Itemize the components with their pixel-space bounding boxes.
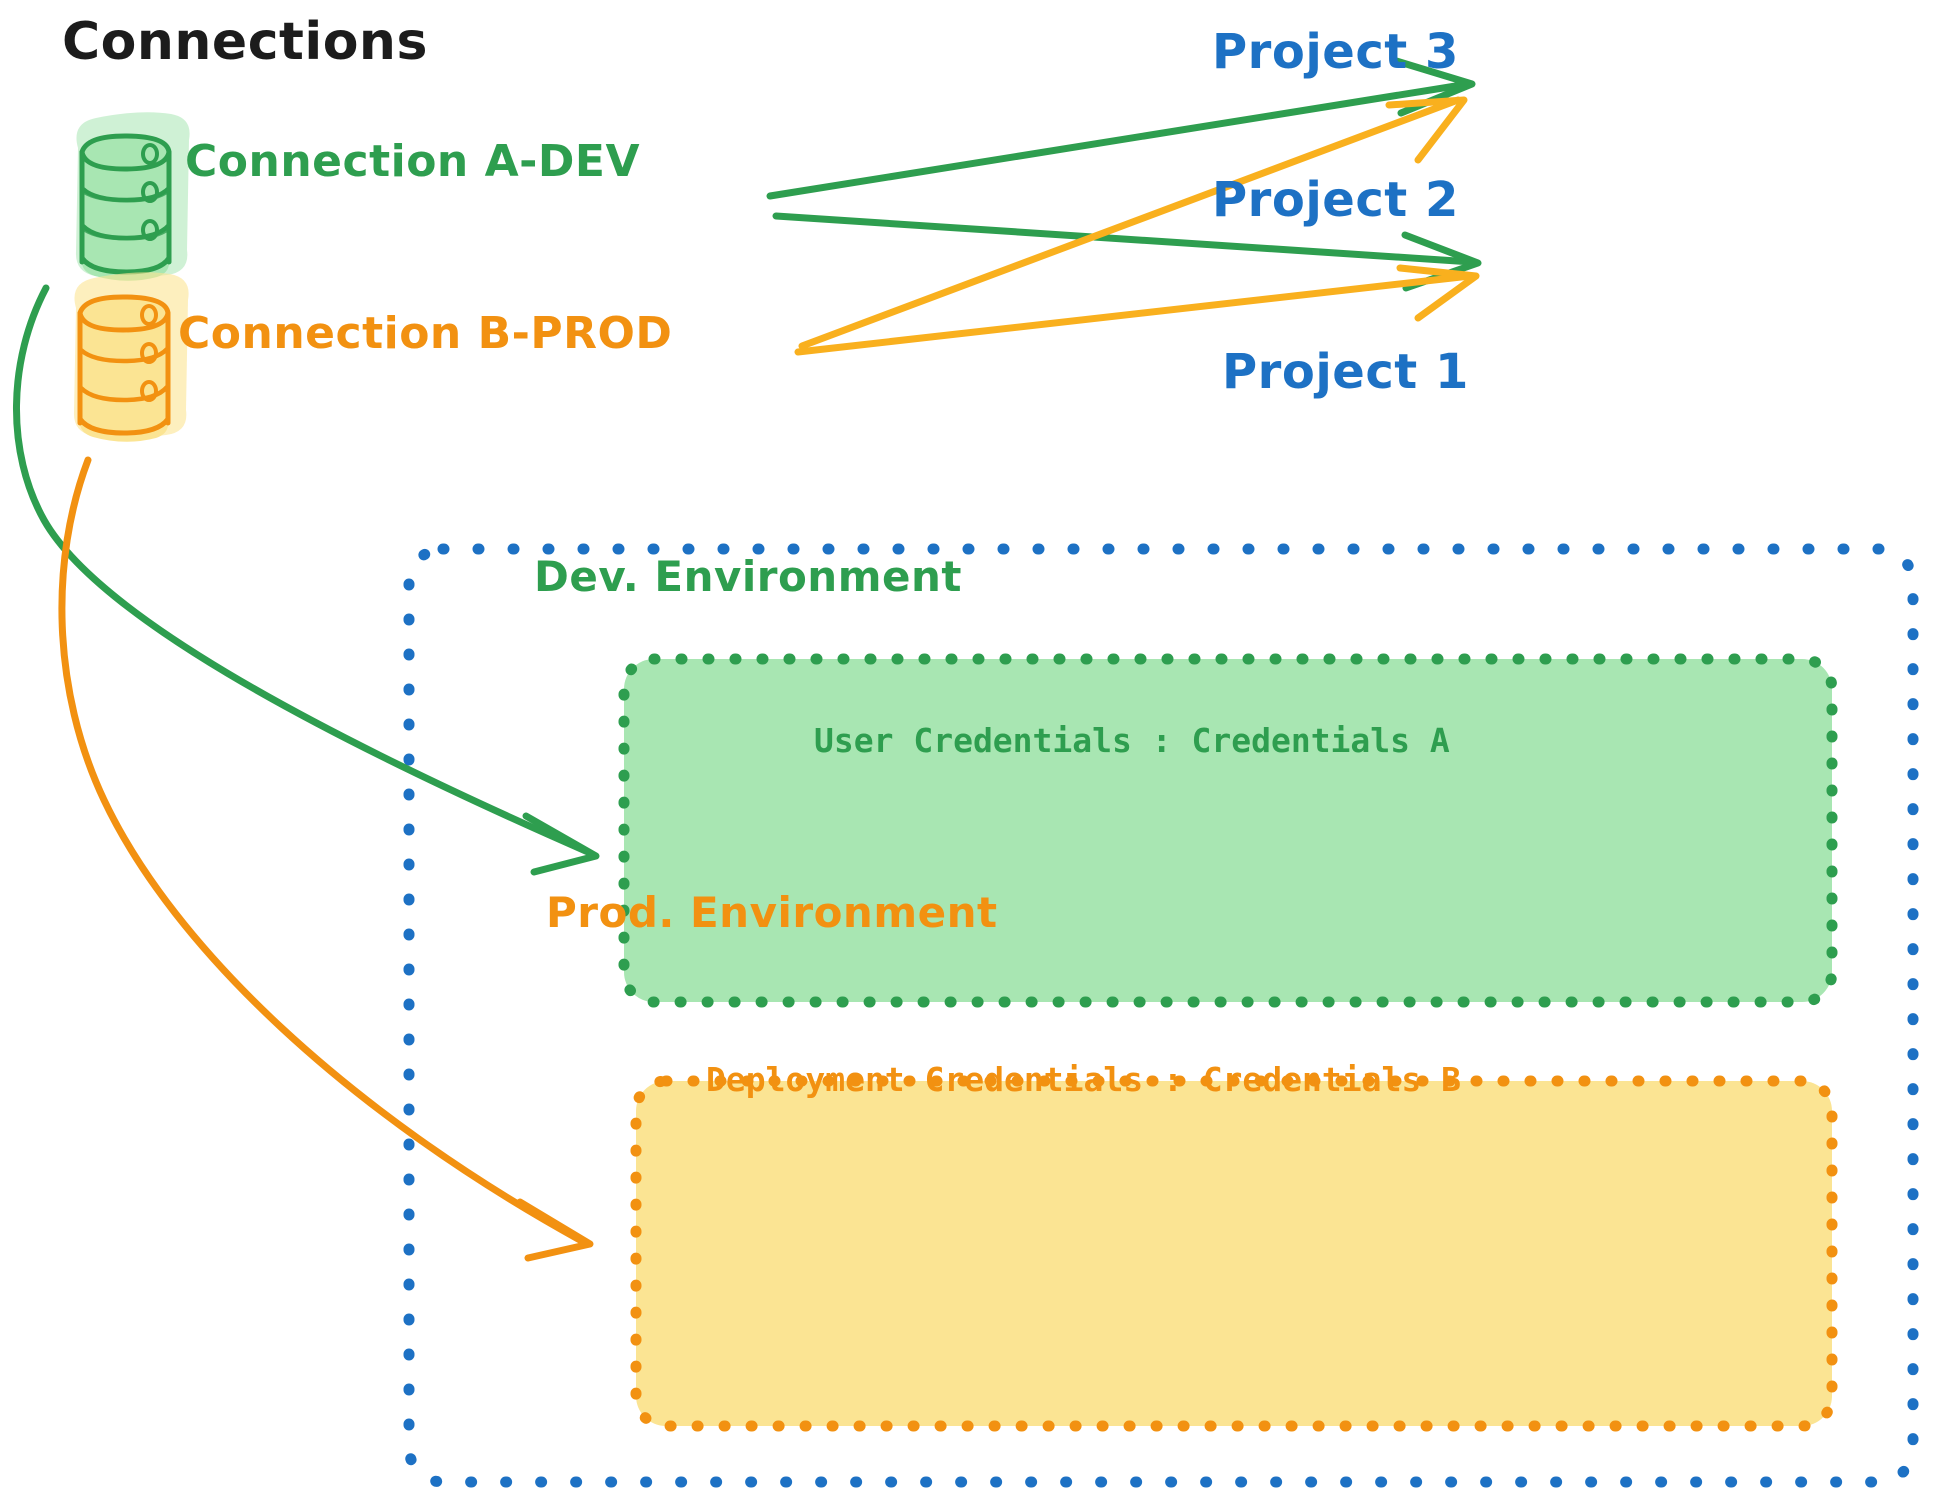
project-2-label: Project 2 <box>1212 172 1459 228</box>
edge-b-to-project-3 <box>798 96 1468 350</box>
page-title: Connections <box>62 12 428 72</box>
dev-environment-title: Dev. Environment <box>534 552 962 601</box>
connection-a-dev-label: Connection A-DEV <box>185 136 641 187</box>
project-1-boundary-box <box>403 543 1919 1488</box>
edge-b-to-prod-environment <box>58 456 594 1262</box>
dev-environment-box <box>618 653 1838 1008</box>
project-1-label: Project 1 <box>1222 344 1469 400</box>
prod-environment-credentials: Deployment Credentials : Credentials B <box>706 1060 1461 1099</box>
connection-a-dev-database-icon <box>75 112 190 281</box>
prod-environment-title: Prod. Environment <box>546 888 998 937</box>
edge-b-to-project-2 <box>794 264 1480 356</box>
edge-a-to-dev-environment <box>13 284 600 876</box>
prod-environment-box <box>630 1075 1838 1432</box>
connection-b-prod-label: Connection B-PROD <box>178 308 673 359</box>
dev-environment-credentials: User Credentials : Credentials A <box>814 721 1450 760</box>
connection-b-prod-database-icon <box>73 272 189 442</box>
project-3-label: Project 3 <box>1212 24 1459 80</box>
